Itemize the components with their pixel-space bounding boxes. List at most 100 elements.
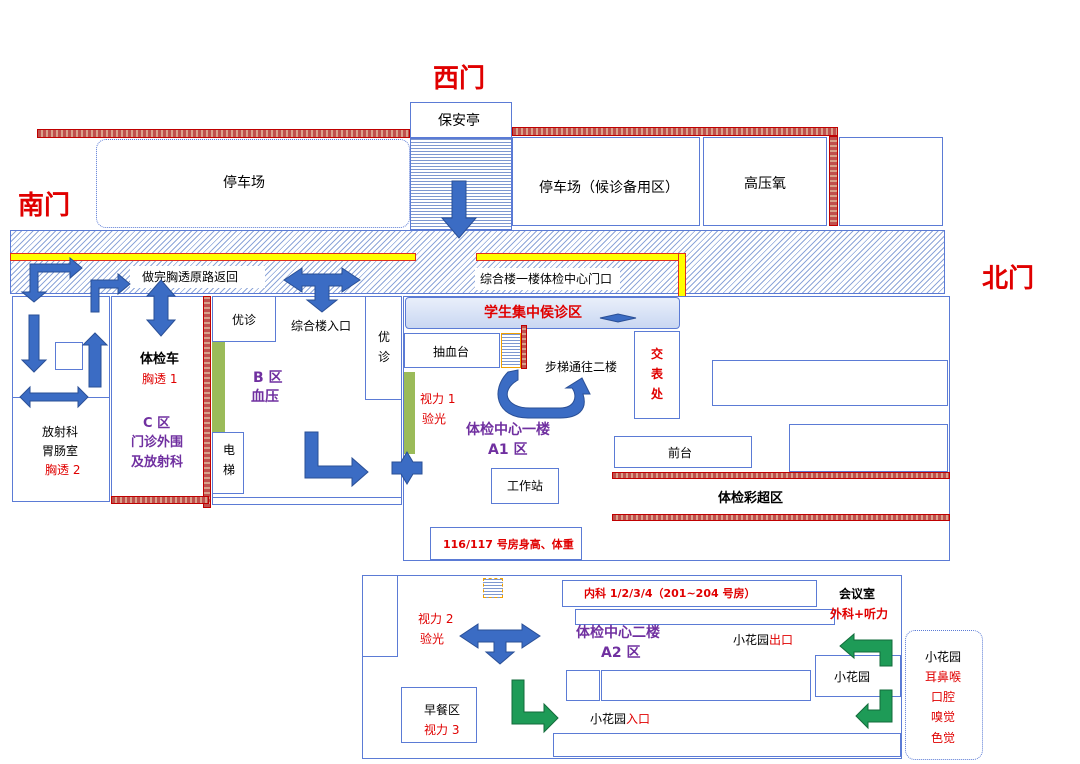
priority-label-1: 优诊 — [232, 313, 257, 327]
arrow-entrance — [283, 267, 361, 313]
garden-box-title: 小花园 — [925, 650, 962, 664]
garden-box — [905, 630, 983, 760]
zone-c-title-3: 及放射科 — [131, 455, 184, 470]
parking-backup — [512, 137, 700, 226]
surgery-label: 外科+听力 — [830, 607, 889, 621]
student-waiting-label: 学生集中侯诊区 — [484, 305, 582, 321]
north-corner-room — [839, 137, 943, 226]
arrow-f2-t — [459, 623, 541, 665]
garden-exit-label: 小花园出口 — [733, 633, 793, 647]
ultrasound-label: 体检彩超区 — [718, 491, 784, 506]
arrow-door — [391, 451, 423, 485]
student-waiting-area — [405, 297, 680, 329]
radiology-label-2: 胃肠室 — [42, 444, 79, 458]
pay-label-3: 处 — [651, 387, 664, 401]
floor2-long-room — [601, 670, 811, 701]
arrow-f2-exit — [839, 632, 893, 667]
complex-entrance-label: 综合楼入口 — [291, 319, 352, 333]
zone-b-title-1: B 区 — [253, 370, 283, 386]
arrow-waiting — [599, 313, 637, 323]
elevator — [212, 432, 244, 494]
stairs-wall — [521, 325, 527, 369]
complex-gate-label: 综合楼一楼体检中心门口 — [480, 272, 613, 286]
floor2-west-room — [362, 575, 398, 657]
chest1-label: 胸透 1 — [142, 372, 178, 386]
garden-exit-text: 小花园 — [733, 633, 770, 647]
breakfast-room — [401, 687, 477, 743]
top-wall-right — [512, 127, 838, 136]
parking-lot — [96, 139, 410, 228]
blood-draw-room — [404, 333, 500, 368]
garden-entry-word: 入口 — [626, 712, 651, 726]
arrow-stairs-curve — [497, 369, 591, 419]
vehicle-label: 体检车 — [140, 352, 180, 367]
zone-c-wall — [203, 296, 211, 508]
ultrasound-wall-bottom — [612, 514, 950, 521]
workstation-label: 工作站 — [507, 479, 544, 493]
road-yellow-left — [10, 253, 416, 261]
priority-room-2 — [365, 296, 402, 400]
zone-b-bottom-strip — [212, 497, 402, 505]
guard-booth-label: 保安亭 — [438, 113, 480, 129]
arrow-b-l — [304, 431, 369, 488]
zone-c-title-1: C 区 — [143, 416, 171, 431]
vision3-label: 视力 3 — [424, 723, 460, 737]
center-pillar — [55, 342, 83, 370]
floor2-corridor-bar — [575, 609, 835, 625]
chest2-label: 胸透 2 — [45, 463, 81, 477]
garden-entry-label: 小花园入口 — [590, 712, 650, 726]
zone-c-title-2: 门诊外围 — [131, 435, 184, 450]
top-wall-left — [37, 129, 410, 138]
garden-exit-word: 出口 — [769, 633, 794, 647]
zone-b-title-2: 血压 — [251, 389, 279, 405]
garden-box-ent: 耳鼻喉 — [925, 670, 962, 684]
arrow-c-across — [19, 385, 89, 409]
zone-c-bottom-wall — [111, 496, 209, 504]
blood-draw-label: 抽血台 — [433, 345, 470, 359]
stairs-label: 步梯通往二楼 — [545, 360, 618, 374]
complex-gate-box — [475, 268, 620, 290]
arrow-f2-garden — [855, 689, 893, 730]
hyperbaric-room — [703, 137, 827, 226]
guard-booth — [410, 102, 512, 138]
vision1-label-1: 视力 1 — [420, 392, 456, 406]
arrow-c-turn — [90, 272, 131, 313]
return-route-label: 做完胸透原路返回 — [142, 270, 239, 284]
height-weight-label: 116/117 号房身高、体重 — [443, 538, 574, 551]
south-gate-label: 南门 — [18, 191, 71, 221]
floor1-room-e — [789, 424, 948, 472]
height-weight-room — [430, 527, 582, 560]
arrow-c-down — [20, 314, 48, 373]
hyperbaric-label: 高压氧 — [744, 176, 786, 192]
vision2-label-2: 验光 — [420, 632, 445, 646]
pay-label-2: 表 — [651, 367, 664, 381]
pay-label-1: 交 — [651, 347, 664, 361]
north-gate-label: 北门 — [982, 264, 1035, 294]
floor2-small-room — [566, 670, 600, 701]
workstation — [491, 468, 559, 504]
garden-label: 小花园 — [834, 670, 871, 684]
floor2-title-2: A2 区 — [601, 645, 641, 661]
radiology-label-1: 放射科 — [42, 425, 79, 439]
arrow-c-up — [81, 332, 109, 388]
vision2-label-1: 视力 2 — [418, 612, 454, 626]
parking-backup-label: 停车场（候诊备用区） — [539, 180, 679, 196]
floor2-title-1: 体检中心二楼 — [576, 625, 660, 641]
front-desk — [614, 436, 752, 468]
elevator-label-1: 电 — [223, 443, 236, 457]
vision1-label-2: 验光 — [422, 412, 447, 426]
arrow-west-gate-down — [440, 180, 478, 239]
floor1-stairs — [501, 333, 521, 368]
arrow-vehicle — [145, 279, 177, 337]
priority-label-2b: 诊 — [378, 350, 391, 364]
garden-box-dental: 口腔 — [931, 690, 956, 704]
internal-medicine — [562, 580, 817, 607]
breakfast-label: 早餐区 — [424, 703, 461, 717]
parking-lot-label: 停车场 — [223, 175, 265, 191]
garden-box-color: 色觉 — [931, 731, 956, 745]
zone-b-green-bar — [212, 342, 225, 432]
internal-medicine-label: 内科 1/2/3/4（201~204 号房） — [584, 587, 756, 600]
elevator-label-2: 梯 — [223, 463, 236, 477]
pay-desk — [634, 331, 680, 419]
